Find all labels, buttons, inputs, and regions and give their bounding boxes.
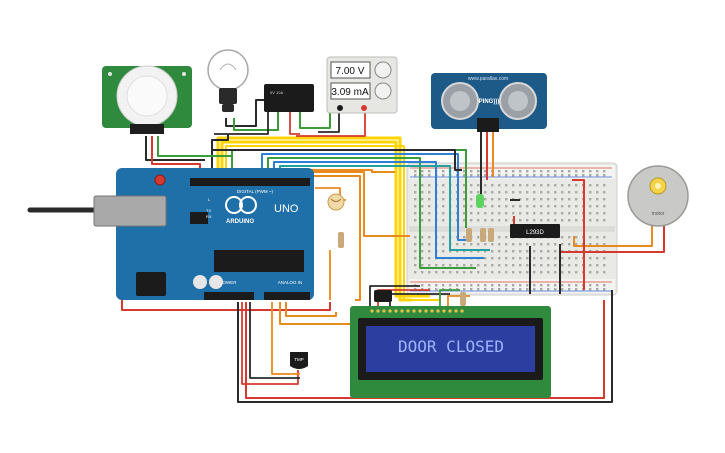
led-green[interactable] — [476, 194, 484, 208]
lcd-pins[interactable] — [370, 309, 464, 313]
temperature-sensor[interactable]: TMP — [290, 352, 308, 369]
power-supply[interactable]: 7.00 V 3.09 mA — [326, 56, 398, 114]
relay-label: 5V 10A — [270, 90, 283, 95]
arduino-logo-icon — [225, 196, 243, 214]
ultrasonic-sensor[interactable]: www.parallax.com PING))) — [431, 73, 547, 132]
usb-port[interactable] — [93, 195, 167, 227]
power-header[interactable] — [204, 292, 254, 300]
temp-sensor-label: TMP — [294, 357, 304, 362]
dc-motor[interactable]: motor — [627, 165, 689, 227]
dc-barrel-jack[interactable] — [136, 272, 166, 296]
lcd-text: DOOR CLOSED — [398, 337, 504, 356]
lcd-display[interactable]: DOOR CLOSED — [350, 306, 551, 398]
resistor-photoresistor[interactable] — [338, 232, 344, 248]
motor-label: motor — [652, 211, 665, 217]
power-negative-terminal[interactable] — [337, 105, 343, 111]
digital-header-label: DIGITAL (PWM ~) — [237, 189, 274, 194]
voltage-readout: 7.00 V — [336, 66, 365, 77]
arduino-model: UNO — [274, 203, 299, 215]
pir-motion-sensor[interactable] — [102, 65, 192, 134]
motor-driver-chip[interactable]: L293D — [510, 224, 560, 238]
motor-driver-label: L293D — [526, 230, 544, 236]
led-label-tx: TX — [206, 208, 211, 213]
led-label-rx: RX — [206, 214, 212, 219]
reset-button[interactable] — [154, 174, 166, 186]
analog-header-label: ANALOG IN — [278, 280, 303, 285]
analog-header[interactable] — [264, 292, 310, 300]
relay[interactable]: 5V 10A — [264, 84, 314, 112]
current-readout: 3.09 mA — [331, 87, 369, 98]
resistors[interactable] — [460, 228, 494, 306]
ultrasonic-site: www.parallax.com — [468, 76, 508, 82]
photoresistor[interactable] — [327, 193, 345, 211]
digital-header[interactable] — [190, 178, 310, 186]
power-header-label: POWER — [219, 280, 237, 285]
arduino-uno[interactable]: DIGITAL (PWM ~) POWER ANALOG IN ARDUINO … — [93, 168, 314, 300]
arduino-brand: ARDUINO — [226, 219, 254, 225]
atmega-chip — [214, 250, 304, 272]
power-positive-terminal[interactable] — [361, 105, 367, 111]
light-bulb[interactable] — [207, 49, 249, 112]
ultrasonic-label: PING))) — [479, 99, 500, 105]
potentiometer[interactable] — [374, 290, 392, 302]
led-label-l: L — [208, 197, 211, 202]
